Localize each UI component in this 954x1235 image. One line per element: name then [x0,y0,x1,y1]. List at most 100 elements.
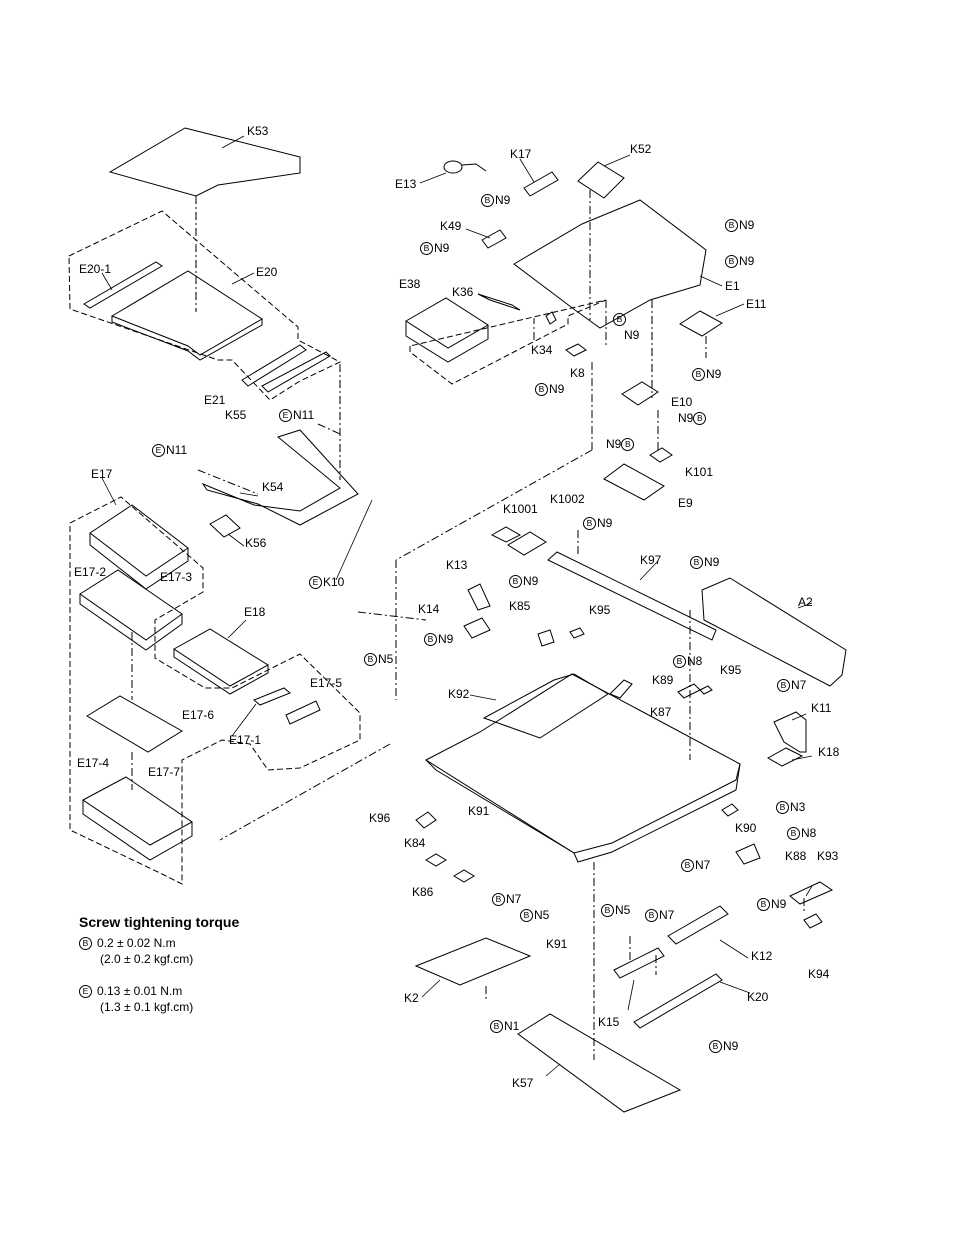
label-k97: K97 [640,553,662,567]
screw-mark-b: B [757,898,770,912]
label-k101: K101 [685,465,714,479]
screw-mark-b: B [776,801,789,815]
label-k89: K89 [652,673,674,687]
label-n9-mid: N9 [624,328,640,342]
label-e17-2: E17-2 [74,565,107,579]
label-k95-top: K95 [589,603,611,617]
label-e17-7: E17-7 [148,765,181,779]
label-e9: E9 [678,496,693,510]
screw-mark-b: B [420,242,433,256]
label-e17-1: E17-1 [229,733,262,747]
label-e17-6: E17-6 [182,708,215,722]
a2-battery [702,578,846,686]
label-k1001: K1001 [503,502,538,516]
screw-mark-e: E [309,576,322,590]
label-k34: K34 [531,343,553,357]
label-e10: E10 [671,395,693,409]
k92-bottom-case [426,674,740,853]
k53-sheet [110,128,300,196]
label-e11: E11 [746,297,767,311]
label-k86: K86 [412,885,434,899]
screw-mark-b: B [621,438,635,452]
label-k2: K2 [404,991,419,1005]
label-k15: K15 [598,1015,620,1029]
e1-mainboard [514,200,706,328]
screw-mark-e: E [79,985,92,999]
torque-b-kgf: (2.0 ± 0.2 kgf.cm) [100,952,194,966]
screw-mark-b: B [492,893,505,907]
screw-mark-b: B [601,904,614,918]
label-k12: K12 [751,949,773,963]
label-k57: K57 [512,1076,534,1090]
label-k11: K11 [811,701,832,715]
label-a2: A2 [798,595,813,609]
e20-group-outline [69,211,340,400]
screw-mark-b: B [364,653,377,667]
label-k55: K55 [225,408,247,422]
screw-mark-b: B [520,909,533,923]
label-k8: K8 [570,366,585,380]
label-k88: K88 [785,849,807,863]
e20-optical-drive [112,271,262,355]
screw-mark-b: B [424,633,437,647]
screw-mark-b: B [709,1040,722,1054]
e9-card [604,464,664,500]
label-e20-1: E20-1 [79,262,112,276]
label-k13: K13 [446,558,468,572]
screw-mark-e: E [279,409,292,423]
torque-title: Screw tightening torque [79,914,240,930]
screw-mark-e: E [152,444,165,458]
label-k49: K49 [440,219,462,233]
screw-mark-b: B [535,383,548,397]
label-k95: K95 [720,663,742,677]
screw-mark-b: B [777,679,790,693]
screw-mark-b: B [725,219,738,233]
e17-group-outline [70,497,360,884]
label-b-mark-mid: B [613,313,627,327]
label-e21: E21 [204,393,226,407]
screw-mark-b: B [692,368,705,382]
label-e17-3: E17-3 [160,570,193,584]
label-k18: K18 [818,745,840,759]
label-k56: K56 [245,536,267,550]
label-k91-top: K91 [468,804,490,818]
k57-sheet [518,1014,680,1112]
label-k54: K54 [262,480,284,494]
label-e1: E1 [725,279,740,293]
label-k90: K90 [735,821,757,835]
screw-mark-b: B [490,1020,503,1034]
label-k53: K53 [247,124,269,138]
screw-mark-b: B [583,517,596,531]
k54-frame [203,430,358,525]
label-k96: K96 [369,811,391,825]
label-k14: K14 [418,602,440,616]
label-k92: K92 [448,687,470,701]
screw-mark-b: B [725,255,738,269]
label-e13: E13 [395,177,417,191]
screw-mark-b: B [681,859,694,873]
label-k87: K87 [650,705,672,719]
label-k94: K94 [808,967,830,981]
screw-mark-b: B [481,194,494,208]
